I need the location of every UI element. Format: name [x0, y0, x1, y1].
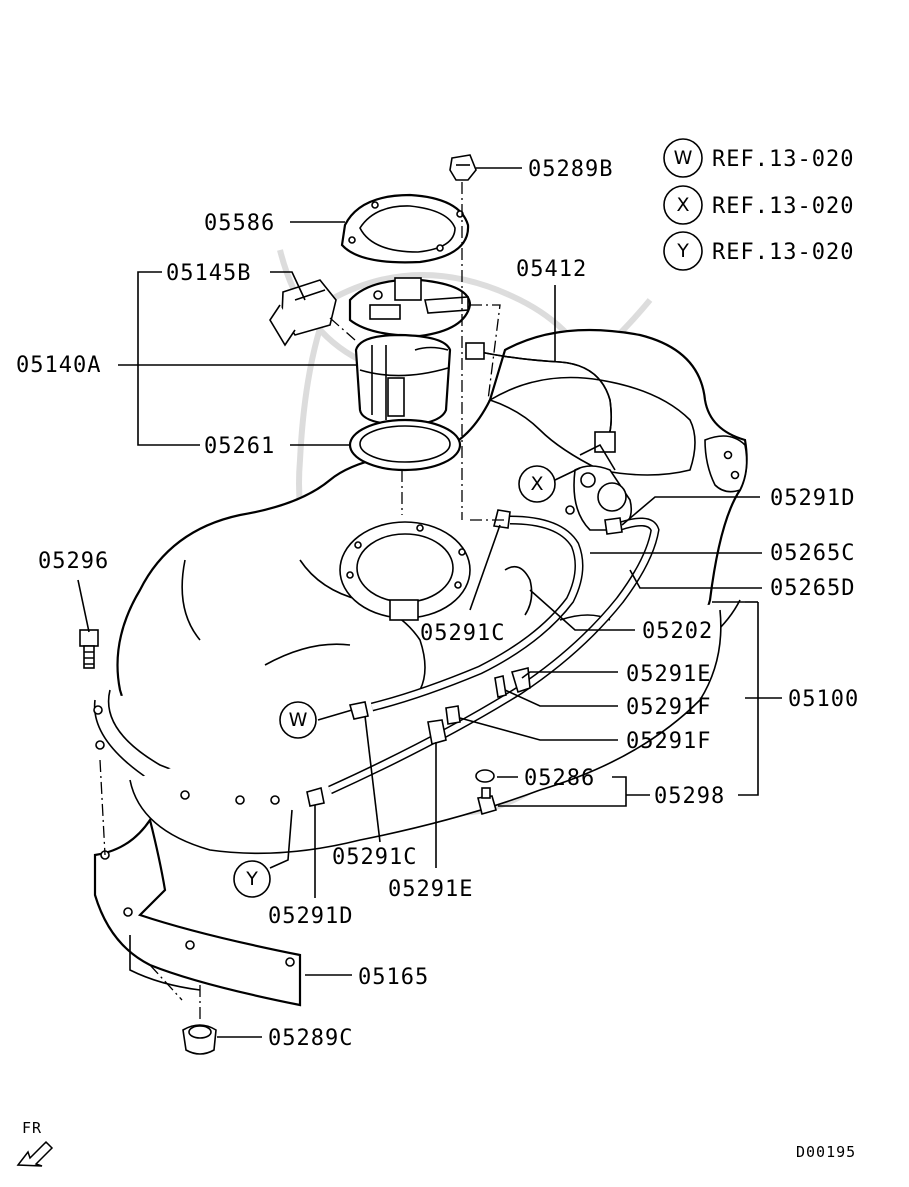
label-05291F-a: 05291F [626, 695, 711, 720]
label-05291D-top: 05291D [770, 486, 855, 511]
label-05286: 05286 [524, 766, 595, 791]
ref-row-W: W REF.13-020 [663, 138, 854, 178]
front-direction-label: FR [22, 1119, 42, 1137]
assembly-dash-lines [99, 182, 505, 1020]
label-05289C: 05289C [268, 1026, 353, 1051]
label-05291E-bot: 05291E [388, 877, 473, 902]
front-arrow-icon [16, 1140, 54, 1167]
callout-X-letter: X [530, 473, 543, 495]
callout-W-letter: W [289, 709, 308, 731]
leader-lines [77, 167, 782, 1038]
label-05291C-mid: 05291C [420, 621, 505, 646]
label-05412: 05412 [516, 257, 587, 282]
part-labels: 05289B 05586 05145B 05412 05140A 05261 0… [16, 157, 859, 1051]
callout-Y: Y [233, 860, 271, 898]
label-05298: 05298 [654, 784, 725, 809]
callout-W: W [279, 701, 317, 739]
ref-W-text: REF.13-020 [712, 147, 854, 172]
part-05412-hose [465, 342, 616, 453]
part-pump-top-plate [348, 277, 472, 338]
ref-row-X: X REF.13-020 [663, 185, 854, 225]
label-05291F-b: 05291F [626, 729, 711, 754]
label-05289B: 05289B [528, 157, 613, 182]
ref-W-letter: W [674, 147, 693, 169]
ref-X-letter: X [676, 194, 689, 216]
reference-legend: W REF.13-020 X REF.13-020 Y REF.13-020 [663, 138, 854, 271]
part-filler-neck [565, 443, 633, 531]
label-05296: 05296 [38, 549, 109, 574]
part-05145B-connector [269, 279, 337, 347]
part-05140A-pump-module [354, 333, 452, 427]
part-05296-bolt [79, 629, 99, 669]
part-05289B-nut [449, 154, 477, 181]
label-05265D: 05265D [770, 576, 855, 601]
part-05261-gasket [348, 418, 462, 472]
callout-X: X [518, 465, 556, 503]
part-05286-05298 [475, 769, 497, 815]
tank-pump-opening [339, 521, 471, 621]
ref-X-text: REF.13-020 [712, 194, 854, 219]
part-05586-ring [340, 193, 470, 264]
ref-Y-text: REF.13-020 [712, 240, 854, 265]
part-05289C-nut [182, 1024, 217, 1055]
label-05586: 05586 [204, 211, 275, 236]
label-05202: 05202 [642, 619, 713, 644]
label-05291C-bot: 05291C [332, 845, 417, 870]
ref-Y-letter: Y [676, 240, 689, 262]
label-05140A: 05140A [16, 353, 101, 378]
front-direction-indicator: FR [16, 1119, 54, 1167]
drawing-code: D00195 [796, 1143, 856, 1161]
label-05291E-right: 05291E [626, 662, 711, 687]
part-clips [427, 666, 531, 746]
label-05145B: 05145B [166, 261, 251, 286]
callout-Y-letter: Y [245, 868, 258, 890]
label-05165: 05165 [358, 965, 429, 990]
ref-row-Y: Y REF.13-020 [663, 231, 854, 271]
label-05261: 05261 [204, 434, 275, 459]
label-05265C: 05265C [770, 541, 855, 566]
label-05291D-bot: 05291D [268, 904, 353, 929]
label-05100: 05100 [788, 687, 859, 712]
